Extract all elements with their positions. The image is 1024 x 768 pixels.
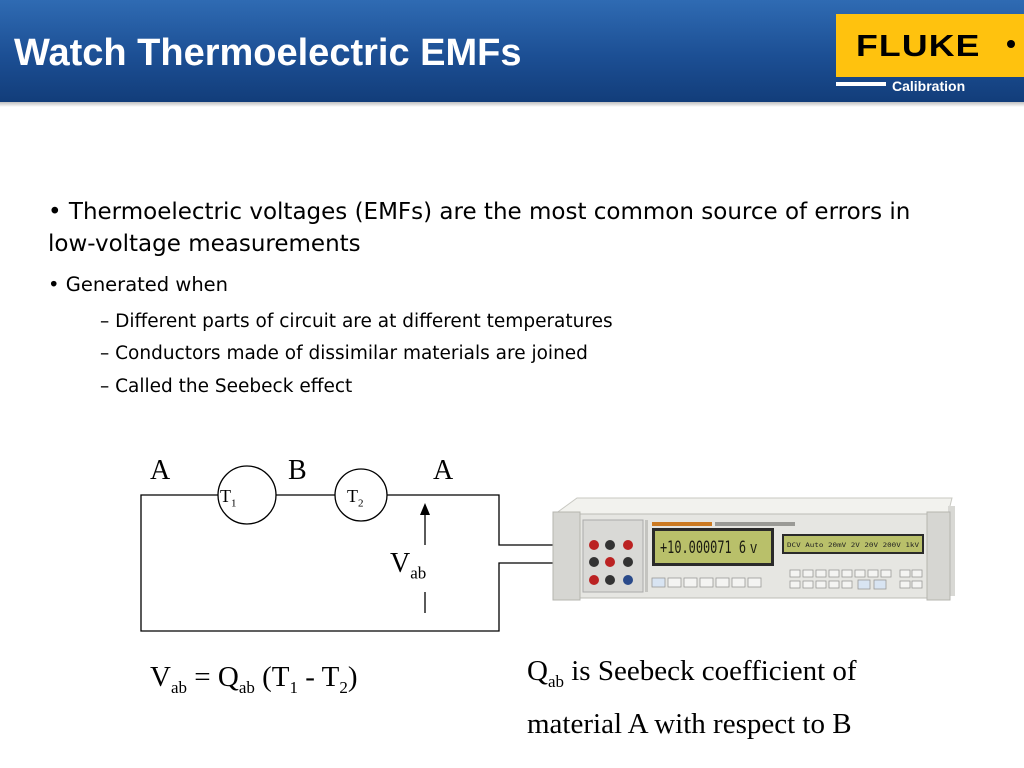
logo-subtitle: Calibration (892, 78, 966, 94)
reading-unit: V (750, 542, 757, 556)
note-line-2: material A with respect to B (527, 707, 852, 740)
logo-underline (836, 82, 886, 86)
arrow-up-icon (420, 503, 430, 515)
seebeck-coefficient-note: Qab is Seebeck coefficient of material A… (527, 650, 857, 745)
precision-multimeter: +10.000071 6 V DCV Auto 20mV 2V 20V 200V… (552, 497, 955, 601)
wire-label-a-left: A (150, 455, 171, 486)
circuit-wire (387, 494, 560, 546)
bullet-symbol: • (48, 273, 60, 296)
sub-bullet-symbol: – (100, 376, 110, 397)
sub-bullet-text: Conductors made of dissimilar materials … (115, 343, 588, 364)
bullet-text: Generated when (65, 273, 229, 296)
fluke-logo: FLUKE (836, 14, 1024, 77)
sub-bullet-symbol: – (100, 343, 110, 364)
junction-t1-label: T1 (220, 486, 237, 510)
circuit-wire (140, 494, 560, 632)
voltage-vab-label: Vab (390, 548, 427, 583)
wire-label-b: B (288, 455, 307, 486)
sub-bullet-item: – Called the Seebeck effect (100, 375, 352, 399)
sub-bullet-item: – Different parts of circuit are at diff… (100, 310, 613, 334)
sub-bullet-symbol: – (100, 311, 110, 332)
front-panel-buttons (651, 569, 923, 590)
input-terminal-jacks (589, 540, 633, 585)
wire-label-a-right: A (433, 455, 454, 486)
secondary-display: DCV Auto 20mV 2V 20V 200V 1kV (787, 542, 919, 549)
junction-t1-circle (217, 465, 277, 525)
registered-mark-icon (1007, 40, 1015, 48)
bullet-item: • Thermoelectric voltages (EMFs) are the… (48, 196, 948, 260)
title-bar-shadow (0, 102, 1024, 107)
main-reading-display: +10.000071 6 (660, 538, 746, 558)
junction-t2-circle (334, 468, 388, 522)
bullet-list: • Thermoelectric voltages (EMFs) are the… (48, 196, 948, 298)
bullet-symbol: • (48, 199, 62, 225)
slide-title: Watch Thermoelectric EMFs (14, 32, 522, 74)
note-line-1: Qab is Seebeck coefficient of (527, 655, 857, 691)
seebeck-equation: Vab = Qab (T1 - T2) (150, 661, 358, 697)
bullet-text: Thermoelectric voltages (EMFs) are the m… (48, 199, 911, 257)
sub-bullet-text: Called the Seebeck effect (115, 376, 353, 397)
sub-bullet-text: Different parts of circuit are at differ… (115, 311, 613, 332)
logo-brand-text: FLUKE (856, 28, 981, 63)
bullet-item: • Generated when (48, 272, 948, 298)
junction-t2-label: T2 (347, 486, 364, 510)
sub-bullet-item: – Conductors made of dissimilar material… (100, 342, 588, 366)
